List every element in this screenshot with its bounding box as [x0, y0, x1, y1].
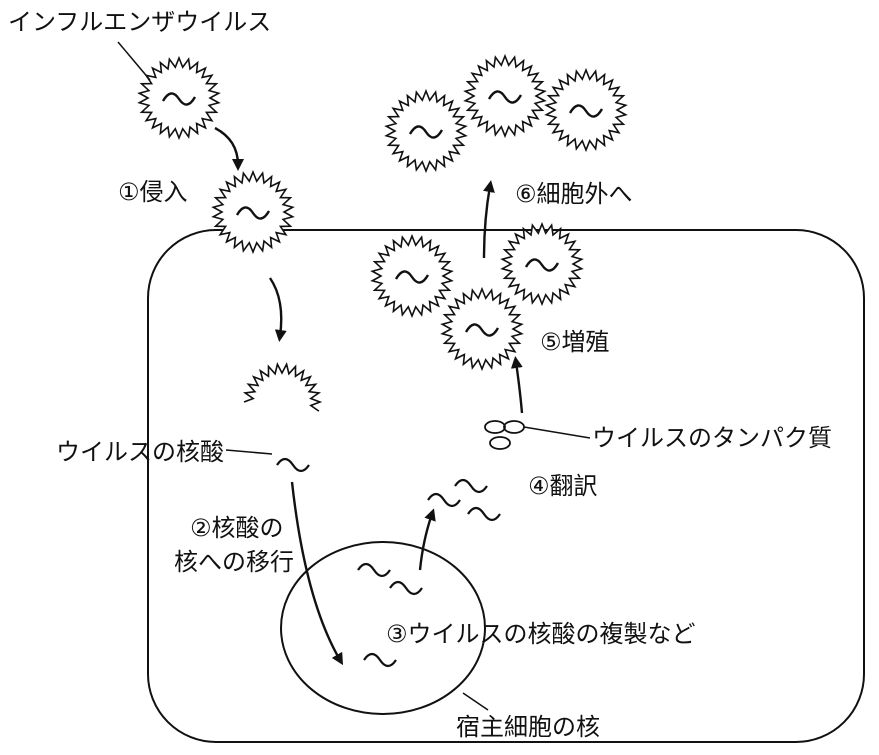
- leader-virus-name: [117, 41, 151, 81]
- virus-nucleic-acid: [568, 104, 604, 118]
- virus-nucleic-acid: [408, 125, 444, 139]
- arrow-into-cell: [269, 277, 287, 342]
- host-nucleus: [280, 541, 486, 715]
- arrow-to-entry: [214, 126, 244, 171]
- virus-nucleic-acid: [161, 92, 197, 106]
- arrow-to-assembly: [510, 356, 524, 414]
- leader-protein: [523, 426, 591, 439]
- label-viral-protein: ウイルスのタンパク質: [592, 424, 832, 452]
- virus-nucleic-acid: [487, 90, 523, 104]
- label-step1-entry: ①侵入: [118, 178, 188, 206]
- label-step5-proliferation: ⑤増殖: [540, 328, 610, 356]
- protein-3: [489, 436, 511, 450]
- arrow-to-nucleus: [290, 481, 344, 666]
- label-virus-name: インフルエンザウイルス: [8, 8, 271, 36]
- label-host-nucleus: 宿主細胞の核: [456, 713, 600, 741]
- nucleic-acid-replicated-1: [357, 562, 391, 578]
- virus-particle: [211, 169, 295, 255]
- virus-group: [137, 53, 628, 372]
- nucleic-acid-replicated-2: [389, 580, 423, 596]
- nucleic-acid-cytoplasm: [276, 457, 310, 473]
- virus-particle: [137, 55, 221, 141]
- virus-nucleic-acid: [464, 323, 500, 337]
- label-step3-replication: ③ウイルスの核酸の複製など: [386, 620, 696, 648]
- virus-particle: [544, 67, 628, 153]
- label-step4-translation: ④翻訳: [528, 472, 598, 500]
- leader-nucleus: [462, 692, 489, 711]
- protein-2: [503, 420, 525, 434]
- virus-nucleic-acid: [235, 206, 271, 220]
- capsid-shell: [242, 362, 323, 412]
- label-viral-nucleic-acid: ウイルスの核酸: [56, 438, 224, 466]
- label-step2-line2: 核への移行: [174, 548, 294, 576]
- nucleic-acid-translated-2: [454, 478, 488, 494]
- label-step6-exit: ⑥細胞外へ: [515, 180, 633, 208]
- virus-nucleic-acid: [524, 258, 560, 272]
- virus-nucleic-acid: [394, 270, 430, 284]
- virus-particle: [463, 53, 547, 139]
- protein-1: [484, 420, 506, 434]
- nucleic-acid-translated-3: [467, 506, 501, 522]
- empty-capsid: [242, 362, 323, 412]
- nucleic-acid-in-nucleus: [363, 652, 397, 668]
- leader-nucleic-acid: [225, 449, 273, 455]
- nucleic-acid-translated-1: [427, 492, 461, 508]
- virus-particle: [500, 221, 584, 307]
- virus-particle: [440, 286, 524, 372]
- virus-particle: [370, 233, 454, 319]
- label-step2-line1: ②核酸の: [190, 514, 284, 542]
- arrow-replication-out: [418, 508, 436, 571]
- arrow-to-exit: [482, 180, 495, 259]
- virus-particle: [384, 88, 468, 174]
- host-cell: [147, 229, 865, 743]
